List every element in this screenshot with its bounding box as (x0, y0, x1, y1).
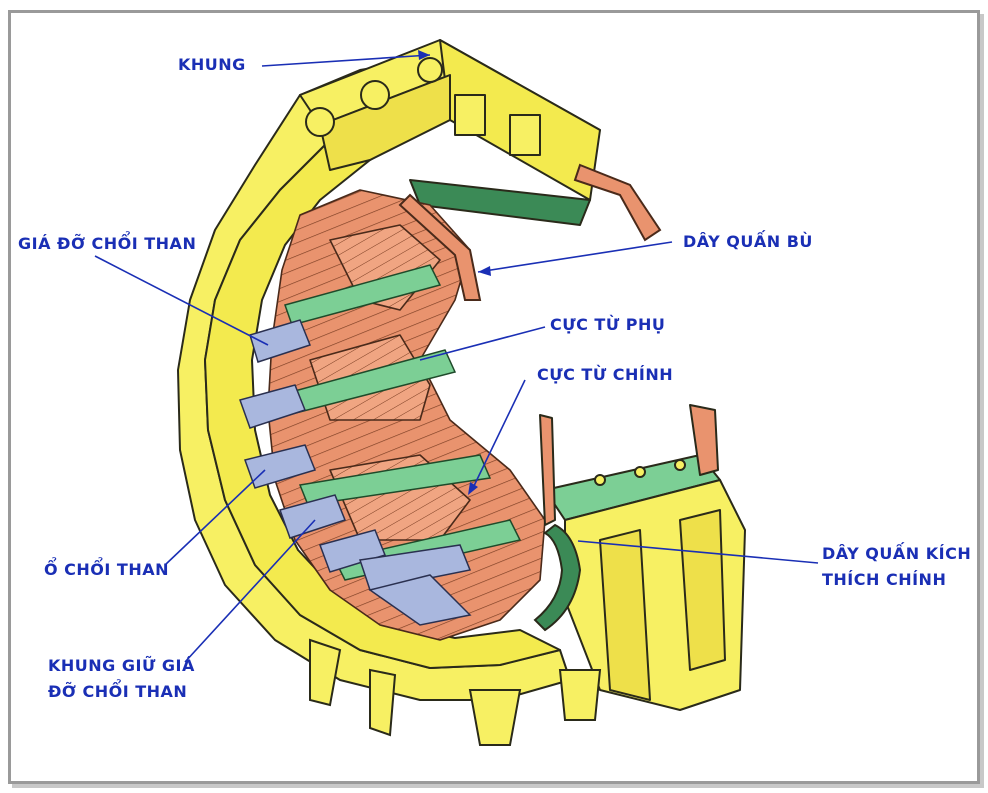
leader-gia-do-choi-than (94, 255, 269, 346)
leader-lines (94, 50, 819, 663)
label-gia-do-choi-than: GIÁ ĐỠ CHỔI THAN (18, 234, 197, 253)
leader-khung (261, 54, 431, 67)
arrowhead-cuc-tu-chinh (468, 482, 478, 495)
leader-o-choi-than (164, 469, 266, 566)
brush-holders (239, 319, 472, 626)
compensation-winding (398, 163, 662, 301)
label-day-quan-kich-line2: THÍCH CHÍNH (822, 570, 947, 589)
leader-khung-giu (184, 519, 316, 663)
label-cuc-tu-chinh: CỰC TỪ CHÍNH (537, 365, 674, 384)
label-o-choi-than: Ổ CHỔI THAN (44, 560, 170, 579)
frame-feet (309, 638, 602, 746)
leader-cuc-tu-chinh (471, 379, 526, 491)
arrowhead-khung (418, 50, 430, 60)
label-khung: KHUNG (178, 55, 246, 74)
arrowhead-day-quan-bu (478, 266, 491, 276)
label-khung-giu-line2: ĐỠ CHỔI THAN (48, 682, 188, 701)
label-khung-giu-line1: KHUNG GIỮ GIÁ (48, 656, 195, 675)
leader-day-quan-bu (477, 241, 673, 273)
label-cuc-tu-phu: CỰC TỪ PHỤ (550, 315, 666, 334)
leader-day-quan-kich (577, 540, 819, 564)
top-mounting-block (299, 39, 601, 226)
main-excitation-winding (533, 523, 582, 632)
label-day-quan-bu: DÂY QUẤN BÙ (683, 232, 813, 251)
right-mounting-block (539, 404, 746, 711)
label-day-quan-kich-line1: DÂY QUẤN KÍCH (822, 544, 972, 563)
leader-cuc-tu-phu (419, 326, 546, 361)
